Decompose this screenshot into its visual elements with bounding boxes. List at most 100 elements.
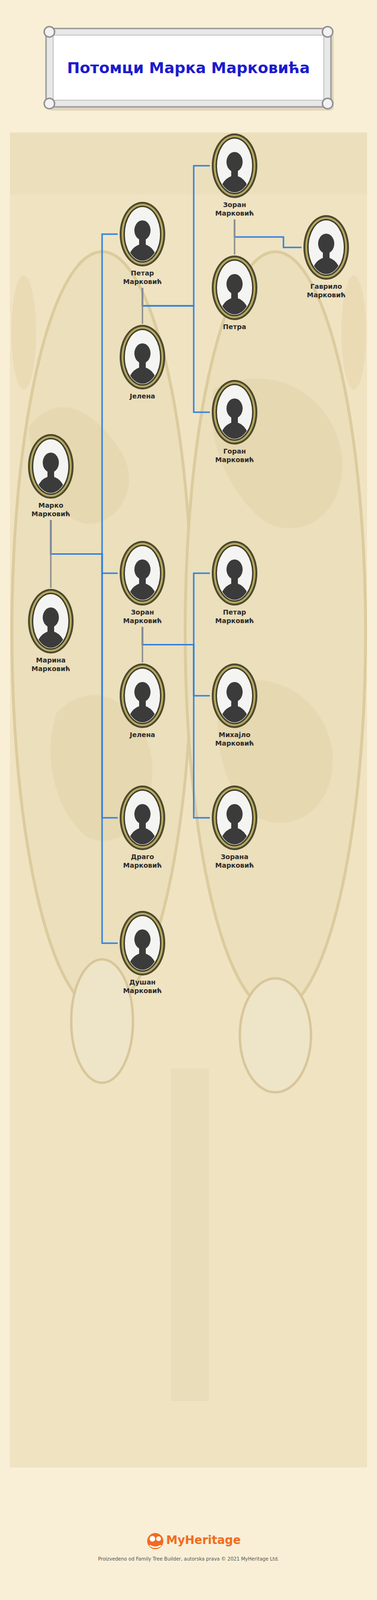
person-node: Петар Марковић	[209, 539, 260, 627]
silhouette-body	[35, 475, 66, 498]
map-ornament	[170, 1068, 209, 1401]
person-name: Петар Марковић	[209, 608, 260, 625]
person-node: Јелена	[117, 323, 168, 403]
person-name: Петар Марковић	[117, 269, 168, 286]
couple-line	[141, 626, 144, 663]
silhouette-neck	[231, 576, 238, 584]
silhouette	[127, 803, 158, 849]
silhouette-head	[226, 803, 243, 824]
silhouette-head	[134, 803, 151, 824]
silhouette	[35, 452, 66, 498]
portrait-oval	[27, 587, 75, 655]
portrait-ring	[121, 912, 164, 974]
portrait-frame	[119, 540, 166, 606]
portrait-oval	[118, 662, 167, 729]
portrait-oval	[118, 784, 167, 851]
silhouette-body	[127, 827, 158, 849]
diagram-title: Потомци Марка Марковића	[53, 35, 324, 101]
silhouette-neck	[139, 237, 146, 245]
person-node: Зоран Марковић	[209, 132, 260, 220]
silhouette-neck	[231, 415, 238, 423]
portrait-ring	[121, 665, 164, 726]
silhouette-neck	[139, 946, 146, 954]
portrait-ring	[213, 135, 256, 197]
person-node: Марина Марковић	[26, 587, 76, 675]
person-name: Михајло Марковић	[209, 730, 260, 748]
descent-line	[50, 519, 118, 574]
silhouette-head	[42, 452, 59, 473]
person-name: Јелена	[117, 392, 168, 401]
portrait-frame	[211, 255, 258, 321]
portrait-oval	[210, 254, 259, 321]
logo-text: MyHeritage	[166, 1533, 241, 1547]
silhouette-head	[318, 233, 335, 254]
silhouette-body	[127, 243, 158, 265]
portrait-ring	[121, 203, 164, 265]
silhouette-head	[226, 151, 243, 172]
silhouette-head	[134, 220, 151, 241]
portrait-oval	[210, 539, 259, 607]
silhouette-body	[127, 366, 158, 388]
silhouette-neck	[139, 360, 146, 368]
banner-curl	[44, 98, 55, 109]
silhouette-neck	[231, 169, 238, 177]
descent-line	[50, 519, 118, 943]
silhouette-body	[219, 705, 250, 727]
silhouette-body	[219, 297, 250, 319]
person-name: Марко Марковић	[26, 501, 76, 519]
person-name: Гаврило Марковић	[301, 282, 351, 300]
silhouette	[219, 398, 250, 443]
descent-line	[234, 219, 302, 248]
person-node: Јелена	[117, 662, 168, 742]
portrait-ring	[213, 787, 256, 849]
portrait-oval	[210, 378, 259, 446]
portrait-frame	[211, 540, 258, 606]
silhouette-body	[219, 582, 250, 604]
logo-icon	[149, 1545, 161, 1547]
portrait-frame	[211, 785, 258, 850]
silhouette-neck	[47, 470, 55, 477]
map-ornament	[11, 275, 37, 390]
portrait-frame	[119, 910, 166, 976]
portrait-frame	[28, 433, 74, 499]
portrait-oval	[210, 784, 259, 851]
portrait-frame	[119, 201, 166, 267]
portrait-ring	[213, 381, 256, 443]
silhouette-neck	[139, 576, 146, 584]
silhouette-body	[311, 256, 342, 279]
portrait-oval	[210, 132, 259, 199]
silhouette-neck	[231, 699, 238, 707]
portrait-frame	[119, 663, 166, 728]
person-name: Зоран Марковић	[209, 200, 260, 218]
portrait-ring	[121, 542, 164, 604]
portrait-frame	[119, 324, 166, 390]
person-name: Зорана Марковић	[209, 852, 260, 870]
portrait-ring	[29, 435, 72, 497]
person-name: Петра	[209, 322, 260, 332]
silhouette-body	[219, 827, 250, 849]
person-node: Михајло Марковић	[209, 662, 260, 750]
person-name: Драго Марковић	[117, 852, 168, 870]
person-name: Душан Марковић	[117, 978, 168, 995]
silhouette-neck	[139, 699, 146, 707]
portrait-oval	[302, 214, 350, 281]
person-node: Горан Марковић	[209, 378, 260, 466]
silhouette-body	[127, 705, 158, 727]
silhouette	[127, 681, 158, 727]
portrait-frame	[28, 588, 74, 654]
logo-icon	[147, 1532, 164, 1549]
silhouette-neck	[139, 821, 146, 829]
silhouette-head	[134, 559, 151, 580]
silhouette-neck	[322, 251, 330, 258]
silhouette	[311, 233, 342, 279]
map-cartouche	[71, 959, 133, 1083]
portrait-ring	[29, 590, 72, 652]
person-node: Петар Марковић	[117, 200, 168, 288]
map-panel	[9, 132, 368, 1468]
portrait-frame	[119, 785, 166, 850]
silhouette-neck	[47, 624, 55, 632]
person-name: Зоран Марковић	[117, 608, 168, 625]
person-node: Драго Марковић	[117, 784, 168, 872]
